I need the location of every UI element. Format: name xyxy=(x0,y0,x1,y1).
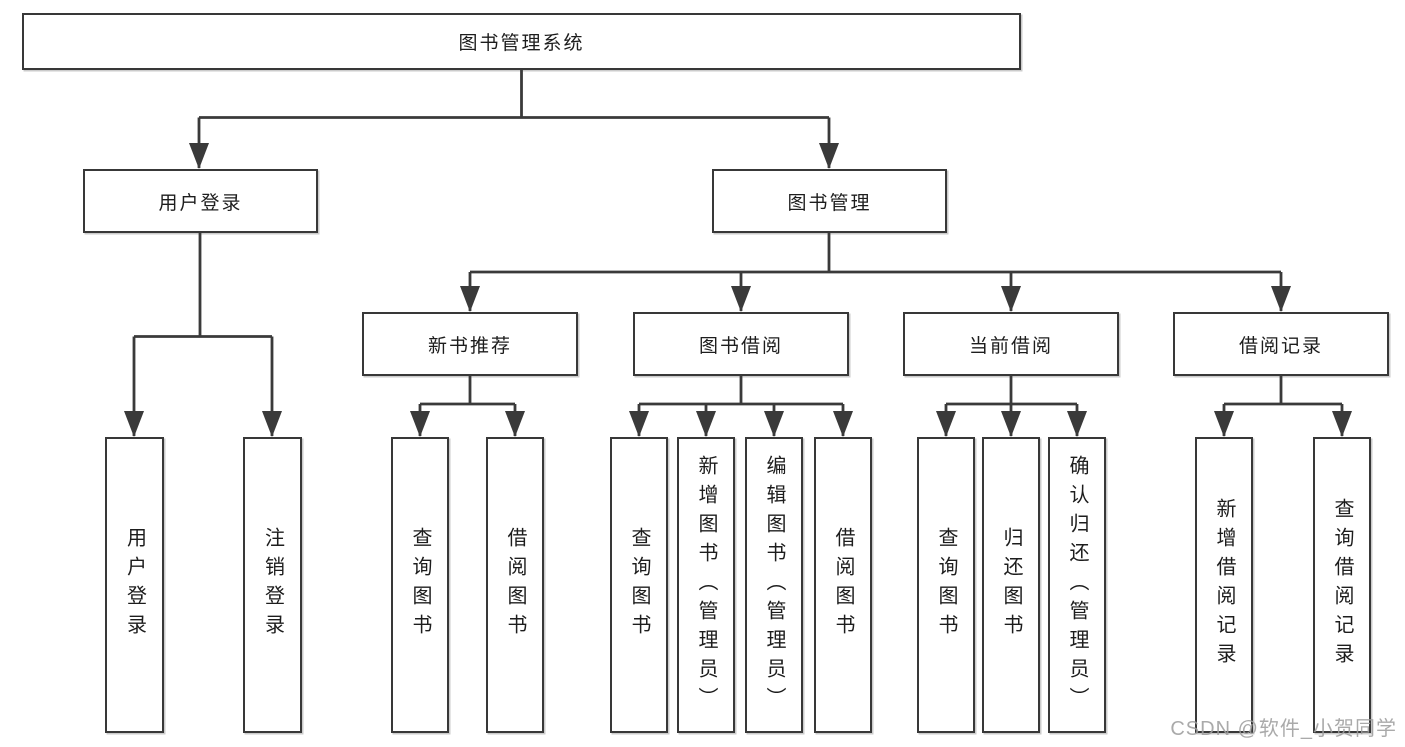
leaf-borrow-books-recommend: 借阅图书 xyxy=(486,437,544,733)
leaf-logout-label: 注销登录 xyxy=(261,527,284,643)
leaf-confirm-return-admin: 确认归还（管理员） xyxy=(1048,437,1106,733)
leaf-add-borrow-record-label: 新增借阅记录 xyxy=(1213,498,1235,672)
leaf-edit-books-admin: 编辑图书（管理员） xyxy=(745,437,803,733)
node-root-label: 图书管理系统 xyxy=(458,33,585,54)
node-borrow-records: 借阅记录 xyxy=(1173,312,1389,376)
leaf-query-books-borrow: 查询图书 xyxy=(610,437,668,733)
leaf-query-books-recommend: 查询图书 xyxy=(391,437,449,733)
leaf-edit-books-admin-label: 编辑图书（管理员） xyxy=(763,454,785,716)
leaf-query-borrow-record: 查询借阅记录 xyxy=(1313,437,1371,733)
leaf-borrow-books: 借阅图书 xyxy=(814,437,872,733)
leaf-query-books-current: 查询图书 xyxy=(917,437,975,733)
node-book-borrowing-label: 图书借阅 xyxy=(698,335,783,357)
leaf-user-login: 用户登录 xyxy=(105,437,164,733)
node-root-system: 图书管理系统 xyxy=(22,13,1021,70)
leaf-add-books-admin: 新增图书（管理员） xyxy=(677,437,735,733)
leaf-confirm-return-admin-label: 确认归还（管理员） xyxy=(1066,454,1088,716)
leaf-query-books-borrow-label: 查询图书 xyxy=(628,527,650,643)
csdn-watermark: CSDN @软件_小贺同学 xyxy=(1170,718,1397,740)
node-book-borrowing: 图书借阅 xyxy=(633,312,849,376)
node-book-management-label: 图书管理 xyxy=(787,192,872,214)
leaf-query-borrow-record-label: 查询借阅记录 xyxy=(1331,498,1353,672)
node-current-borrowing: 当前借阅 xyxy=(903,312,1119,376)
node-current-borrowing-label: 当前借阅 xyxy=(968,335,1053,357)
node-user-login: 用户登录 xyxy=(83,169,318,233)
node-user-login-label: 用户登录 xyxy=(158,192,243,214)
leaf-return-books-label: 归还图书 xyxy=(1000,527,1022,643)
node-book-management: 图书管理 xyxy=(712,169,947,233)
node-borrow-records-label: 借阅记录 xyxy=(1238,335,1323,357)
leaf-logout: 注销登录 xyxy=(243,437,302,733)
node-new-book-recommend-label: 新书推荐 xyxy=(427,335,512,357)
leaf-borrow-books-recommend-label: 借阅图书 xyxy=(504,527,526,643)
leaf-return-books: 归还图书 xyxy=(982,437,1040,733)
node-new-book-recommend: 新书推荐 xyxy=(362,312,578,376)
leaf-user-login-label: 用户登录 xyxy=(123,527,146,643)
leaf-add-books-admin-label: 新增图书（管理员） xyxy=(695,454,717,716)
leaf-add-borrow-record: 新增借阅记录 xyxy=(1195,437,1253,733)
leaf-query-books-recommend-label: 查询图书 xyxy=(409,527,431,643)
leaf-query-books-current-label: 查询图书 xyxy=(935,527,957,643)
leaf-borrow-books-label: 借阅图书 xyxy=(832,527,854,643)
